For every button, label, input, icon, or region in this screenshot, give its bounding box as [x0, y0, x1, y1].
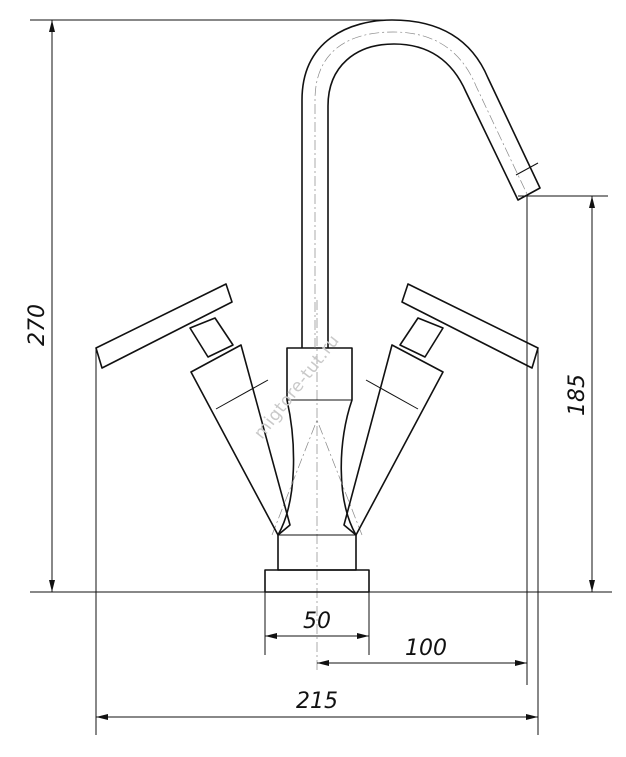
left-valve [95, 283, 291, 536]
dimension-215: 215 [95, 348, 539, 735]
dimension-215-label: 215 [296, 689, 338, 714]
dimension-185-label: 185 [565, 374, 590, 416]
right-valve [343, 283, 539, 536]
dimension-100: 100 [317, 196, 528, 685]
dimension-270: 270 [25, 19, 392, 592]
dimension-50-label: 50 [303, 609, 331, 634]
dimension-50: 50 [264, 592, 370, 655]
dimension-185: 185 [518, 195, 608, 592]
dimension-100-label: 100 [405, 636, 447, 661]
faucet-body [271, 347, 363, 571]
spout [301, 19, 541, 348]
dimension-270-label: 270 [25, 304, 50, 346]
